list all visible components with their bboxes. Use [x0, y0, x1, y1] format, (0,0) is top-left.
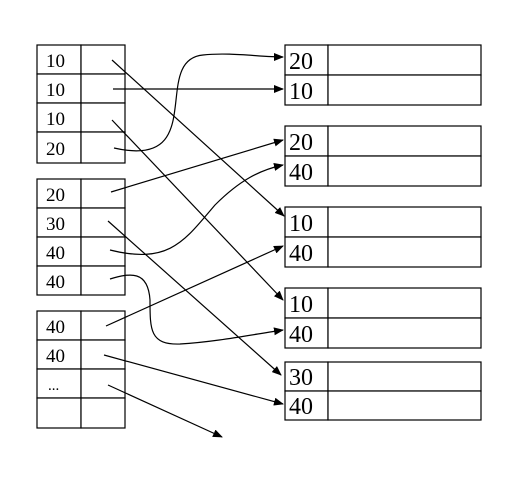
- left-block-1-value-cell: [80, 102, 126, 133]
- right-cell-text: 40: [289, 394, 313, 420]
- right-cell-text: 20: [289, 49, 313, 75]
- right-bucket-value-cell: [327, 44, 482, 76]
- left-cell-text: 40: [46, 243, 65, 264]
- arrow-left1-row4: [113, 52, 284, 152]
- arrow-left2-row3: [109, 163, 284, 255]
- arrow-left1-row1: [111, 59, 285, 217]
- left-block-3-key-cell: [36, 339, 82, 370]
- right-bucket-value-cell: [327, 206, 482, 238]
- left-block-3-value-cell: [80, 368, 126, 399]
- arrow-left3-row2: [103, 354, 284, 406]
- left-block-2: 20 30 40 40: [36, 178, 126, 296]
- right-cell-text: 10: [289, 79, 313, 105]
- left-block-3-key-cell: [36, 397, 82, 429]
- left-cell-text: 40: [46, 346, 65, 367]
- right-bucket-value-cell: [327, 236, 482, 268]
- right-bucket-key-cell: [284, 390, 329, 421]
- right-cell-text: 10: [289, 211, 313, 237]
- right-bucket-value-cell: [327, 390, 482, 421]
- right-cell-text: 40: [289, 322, 313, 348]
- right-bucket-key-cell: [284, 155, 329, 187]
- arrow-left2-row2: [107, 220, 282, 376]
- left-block-2-value-cell: [80, 207, 126, 238]
- right-bucket-key-cell: [284, 287, 329, 319]
- left-cell-text: 10: [46, 80, 65, 101]
- right-cell-text: 40: [289, 241, 313, 267]
- left-cell-text: 40: [46, 272, 65, 293]
- left-block-2-value-cell: [80, 265, 126, 296]
- left-cell-text: 20: [46, 139, 65, 160]
- right-bucket-value-cell: [327, 125, 482, 157]
- left-cell-text: 20: [46, 185, 65, 206]
- right-bucket-4: 10 40: [284, 287, 482, 349]
- left-cell-text: ...: [48, 378, 59, 394]
- right-bucket-value-cell: [327, 155, 482, 187]
- right-bucket-key-cell: [284, 44, 329, 76]
- right-bucket-5: 30 40: [284, 361, 482, 421]
- arrow-left2-row1: [110, 138, 284, 193]
- arrow-left3-row3: [107, 384, 223, 438]
- arrow-left2-row4: [109, 274, 284, 345]
- right-cell-text: 20: [289, 130, 313, 156]
- right-cell-text: 10: [289, 292, 313, 318]
- arrow-left3-row1: [105, 245, 284, 327]
- right-bucket-value-cell: [327, 361, 482, 392]
- right-cell-text: 40: [289, 160, 313, 186]
- left-cell-text: 10: [46, 51, 65, 72]
- right-bucket-2: 20 40: [284, 125, 482, 187]
- right-bucket-value-cell: [327, 287, 482, 319]
- arrows: [103, 52, 285, 438]
- left-block-1-key-cell: [36, 44, 82, 75]
- right-bucket-key-cell: [284, 236, 329, 268]
- left-block-1: 10 10 10 20: [36, 44, 126, 164]
- right-bucket-1: 20 10: [284, 44, 482, 106]
- right-bucket-value-cell: [327, 74, 482, 106]
- right-bucket-key-cell: [284, 361, 329, 392]
- left-block-1-key-cell: [36, 131, 82, 164]
- right-bucket-key-cell: [284, 317, 329, 349]
- left-block-3-value-cell: [80, 310, 126, 341]
- left-cell-text: 10: [46, 109, 65, 130]
- left-block-1-value-cell: [80, 131, 126, 164]
- arrow-left1-row3: [111, 119, 284, 301]
- left-cell-text: 40: [46, 317, 65, 338]
- left-block-3: 40 40 ...: [36, 310, 126, 429]
- left-block-2-value-cell: [80, 178, 126, 209]
- left-block-3-value-cell: [80, 339, 126, 370]
- left-block-2-key-cell: [36, 236, 82, 267]
- left-block-1-value-cell: [80, 44, 126, 75]
- right-cell-text: 30: [289, 365, 313, 391]
- right-bucket-value-cell: [327, 317, 482, 349]
- right-bucket-3: 10 40: [284, 206, 482, 268]
- left-block-2-key-cell: [36, 265, 82, 296]
- right-bucket-key-cell: [284, 125, 329, 157]
- left-cell-text: 30: [46, 214, 65, 235]
- left-block-3-value-cell: [80, 397, 126, 429]
- left-block-2-key-cell: [36, 178, 82, 209]
